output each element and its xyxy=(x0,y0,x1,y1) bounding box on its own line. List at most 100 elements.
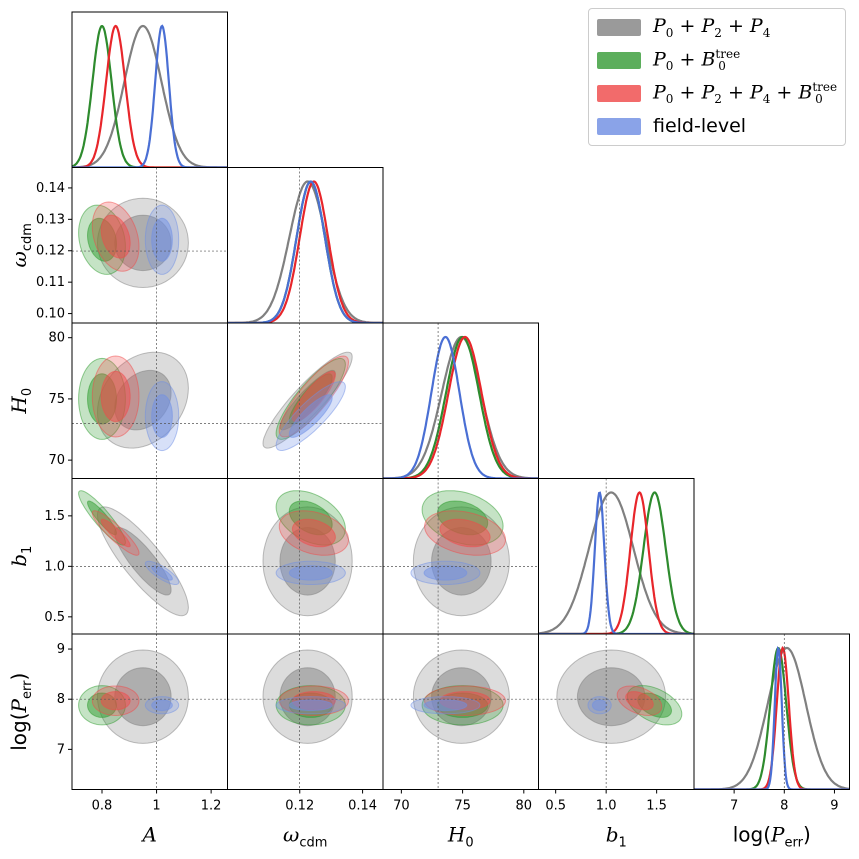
contour-68 xyxy=(423,565,468,581)
label-part: err xyxy=(20,680,35,699)
contour-68 xyxy=(100,691,131,711)
x-tick-label: 0.5 xyxy=(545,799,566,814)
contour-68 xyxy=(100,370,131,423)
y-tick-label: 0.13 xyxy=(36,212,65,227)
contour-68 xyxy=(151,699,173,712)
x-tick-label: 80 xyxy=(516,799,533,814)
posterior-curve xyxy=(694,646,850,790)
contour-68 xyxy=(423,699,468,712)
panel-0-1 xyxy=(72,167,228,323)
x-axis-label: b1 xyxy=(606,823,627,851)
panel-0-4 xyxy=(72,634,228,790)
x-axis-label: A xyxy=(141,823,157,847)
contour-68 xyxy=(288,394,333,438)
panel-2-3 xyxy=(383,478,539,634)
y-tick-label: 1.5 xyxy=(44,509,65,524)
contour-68 xyxy=(439,518,491,548)
posterior-curve xyxy=(538,491,694,634)
label-part: ω xyxy=(283,823,299,847)
label-part: cdm xyxy=(20,223,35,251)
posterior-curve xyxy=(72,24,228,168)
label-part: b xyxy=(606,823,619,847)
legend-swatch xyxy=(597,18,641,36)
x-tick-label: 8 xyxy=(780,799,788,814)
panel-1-3 xyxy=(227,478,383,634)
x-tick-label: 1.5 xyxy=(646,799,667,814)
y-axis-label: b1 xyxy=(7,546,35,567)
x-tick-label: 1.2 xyxy=(201,799,222,814)
contour-68 xyxy=(291,518,336,548)
y-tick-label: 0.5 xyxy=(44,610,65,625)
x-axis-label: ωcdm xyxy=(283,823,327,851)
y-tick-label: 7 xyxy=(57,742,65,757)
y-axis-label: H0 xyxy=(7,388,35,415)
legend-label: field-level xyxy=(653,115,747,137)
legend-item-p0-p2-p4-b0tree: P0 + P2 + P4 + Btree0 xyxy=(597,79,838,107)
panel-3-4 xyxy=(538,634,694,790)
label-part: P xyxy=(770,823,785,847)
x-tick-label: 7 xyxy=(730,799,738,814)
y-tick-label: 0.14 xyxy=(36,181,65,196)
label-part: 1 xyxy=(619,836,627,851)
label-part: err xyxy=(784,836,803,851)
posterior-curve xyxy=(227,180,383,323)
y-tick-label: 0.10 xyxy=(36,307,65,322)
x-tick-label: 0.12 xyxy=(285,799,314,814)
posterior-curve xyxy=(383,335,539,479)
label-part: 0 xyxy=(465,836,473,851)
contour-68 xyxy=(288,699,333,712)
contour-68 xyxy=(151,394,173,439)
contour-68 xyxy=(591,699,608,712)
label-part: b xyxy=(7,554,31,567)
contour-68 xyxy=(100,518,131,548)
panel-1d-1 xyxy=(227,167,383,323)
legend-item-p0-p2-p4: P0 + P2 + P4 xyxy=(597,13,770,41)
x-tick-label: 9 xyxy=(830,799,838,814)
contour-68 xyxy=(151,565,173,581)
contour-68 xyxy=(576,667,646,727)
x-tick-label: 1 xyxy=(152,799,160,814)
label-part: P xyxy=(7,698,31,713)
y-axis-label: log(Perr) xyxy=(7,673,35,751)
x-tick-label: 75 xyxy=(454,799,471,814)
label-part: 0 xyxy=(20,388,35,396)
y-tick-label: 70 xyxy=(48,453,65,468)
contour-68 xyxy=(625,691,654,711)
x-tick-label: 70 xyxy=(393,799,410,814)
posterior-curve xyxy=(383,335,539,479)
panel-1d-2 xyxy=(383,323,539,479)
y-tick-label: 8 xyxy=(57,692,65,707)
legend-item-p0-b0tree: P0 + Btree0 xyxy=(597,46,740,74)
label-part: ω xyxy=(7,251,31,267)
panel-frame xyxy=(538,478,695,635)
label-part: log( xyxy=(7,712,31,750)
label-part: log( xyxy=(733,823,771,847)
label-part: H xyxy=(447,823,466,847)
posterior-curve xyxy=(694,645,850,790)
contour-68 xyxy=(288,565,333,581)
x-tick-label: 0.14 xyxy=(348,799,377,814)
x-tick-label: 1.0 xyxy=(596,799,617,814)
legend-swatch xyxy=(597,84,641,102)
posterior-curve xyxy=(538,491,694,634)
y-tick-label: 75 xyxy=(48,392,65,407)
panel-1d-0 xyxy=(72,24,228,168)
legend-swatch xyxy=(597,51,641,69)
panel-1d-3 xyxy=(538,478,694,634)
label-part: 1 xyxy=(20,546,35,554)
label-part: A xyxy=(141,823,157,847)
panel-0-3 xyxy=(72,478,228,634)
posterior-curve xyxy=(538,491,694,634)
panel-1-4 xyxy=(227,634,383,790)
x-axis-label: log(Perr) xyxy=(733,823,811,851)
panel-frame xyxy=(693,633,850,790)
posterior-curve xyxy=(538,491,694,634)
panel-1-2 xyxy=(227,323,383,479)
label-part: ) xyxy=(803,823,811,847)
legend-item-field-level: field-level xyxy=(597,112,746,140)
x-axis-label: H0 xyxy=(447,823,474,851)
posterior-curve xyxy=(383,335,539,479)
legend-label: P0 + P2 + P4 + Btree0 xyxy=(653,79,838,107)
label-part: cdm xyxy=(299,836,327,851)
